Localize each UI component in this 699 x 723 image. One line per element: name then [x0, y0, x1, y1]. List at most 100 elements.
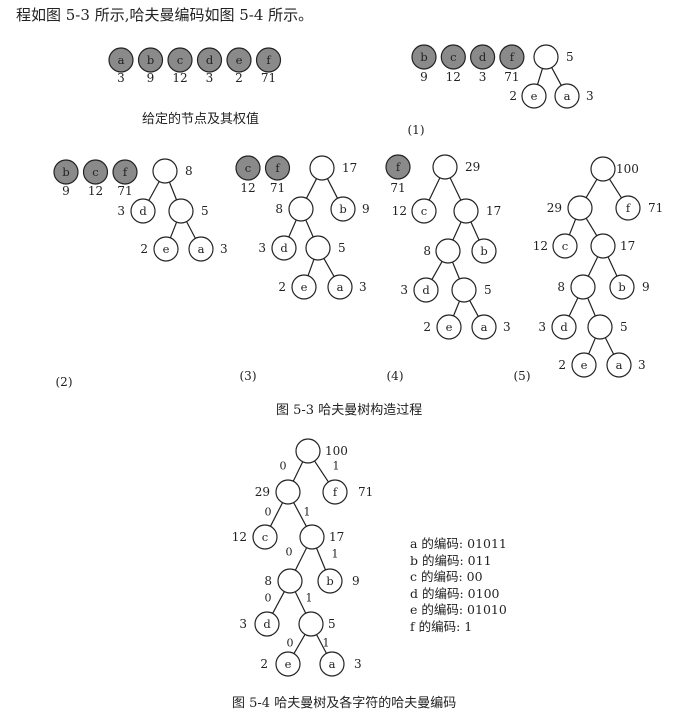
f54-edge-0	[292, 461, 304, 482]
s4-node-e-label: e	[446, 320, 453, 334]
s2-pending-f	[112, 159, 138, 185]
given-node-f-label: f	[266, 53, 271, 67]
f54-edge-6	[272, 591, 285, 614]
f54-node-f-label: f	[333, 485, 338, 499]
f54-node-n8	[277, 568, 303, 594]
given-weight-f: 71	[261, 71, 276, 85]
f54-weight-d: 3	[239, 617, 247, 631]
s1-pending-f	[499, 44, 525, 70]
s4-edge-6	[452, 300, 461, 317]
s1-pending-c-label: c	[450, 50, 456, 64]
s5-node-d-label: d	[560, 320, 568, 334]
s1-pending-weight-c: 12	[446, 70, 461, 84]
f54-edge-label-4: 0	[286, 546, 293, 559]
s4-weight-n29: 29	[465, 160, 480, 174]
s3-edge-1	[326, 178, 339, 199]
s1-pending-weight-f: 71	[504, 70, 519, 84]
s3-node-n8	[288, 196, 314, 222]
given-weight-d: 3	[206, 71, 214, 85]
f54-node-c-label: c	[262, 530, 268, 544]
s1-weight-n5: 5	[566, 50, 574, 64]
s1-edge-1	[551, 67, 562, 86]
given-node-f	[255, 47, 282, 73]
s4-weight-d: 3	[400, 283, 408, 297]
s4-node-b	[471, 238, 497, 264]
s4-weight-n17: 17	[486, 204, 501, 218]
s4-node-n29	[432, 154, 458, 180]
s3-edge-3	[305, 219, 314, 238]
step-label-1: (1)	[408, 123, 425, 137]
f54-weight-b: 9	[352, 574, 360, 588]
s5-node-f-label: f	[626, 201, 631, 215]
s4-pending-weight-f: 71	[390, 181, 405, 195]
s3-node-b	[330, 196, 356, 222]
s5-edge-5	[607, 256, 618, 277]
s1-node-e	[521, 83, 547, 109]
s3-edge-0	[305, 178, 318, 199]
s2-node-e-label: e	[163, 242, 170, 256]
s5-node-a	[606, 352, 632, 378]
s3-node-d	[271, 235, 297, 261]
s2-weight-n8: 8	[185, 164, 193, 178]
s4-node-n8	[435, 238, 461, 264]
given-weight-c: 12	[172, 71, 187, 85]
s5-edge-7	[587, 297, 596, 317]
code-f: f 的编码: 1	[410, 618, 473, 634]
f54-edge-5	[315, 547, 327, 571]
f54-node-n29	[275, 479, 301, 505]
f54-node-d	[254, 611, 280, 637]
f54-node-n100	[295, 438, 321, 464]
f54-edge-label-7: 1	[306, 592, 313, 605]
s2-node-e	[153, 236, 179, 262]
s3-node-a-label: a	[337, 280, 344, 294]
s4-edge-5	[451, 261, 461, 280]
s2-node-a-label: a	[198, 242, 205, 256]
s4-node-e	[436, 314, 462, 340]
s4-node-n17	[453, 198, 479, 224]
s1-pending-c	[440, 44, 466, 70]
s2-node-n8	[152, 158, 178, 184]
f54-edge-label-9: 1	[323, 637, 330, 650]
code-e: e 的编码: 01010	[410, 602, 507, 617]
s2-edge-0	[148, 181, 160, 201]
s1-node-n5	[533, 44, 559, 70]
s1-weight-a: 3	[586, 89, 594, 103]
given-node-a	[108, 47, 134, 73]
s4-node-c	[411, 198, 437, 224]
s5-node-b	[609, 274, 635, 300]
f54-edge-label-2: 0	[265, 506, 272, 519]
s1-pending-f-label: f	[510, 50, 515, 64]
s2-edge-2	[169, 221, 178, 239]
figure-5-4-caption: 图 5-4 哈夫曼树及各字符的哈夫曼编码	[232, 696, 457, 711]
f54-node-f	[322, 479, 348, 505]
s2-pending-b-label: b	[62, 165, 69, 179]
s3-pending-c	[235, 155, 261, 181]
s2-edge-3	[186, 221, 196, 239]
f54-node-b-label: b	[326, 574, 333, 588]
f54-weight-n8: 8	[264, 574, 272, 588]
s4-node-c-label: c	[421, 204, 427, 218]
s5-edge-9	[604, 337, 615, 355]
s2-pending-weight-f: 71	[117, 184, 132, 198]
s5-node-n100	[590, 156, 616, 182]
s3-node-e-label: e	[301, 280, 308, 294]
f54-node-c	[252, 524, 278, 550]
s1-weight-e: 2	[509, 89, 517, 103]
s1-node-e-label: e	[531, 89, 538, 103]
s5-weight-a: 3	[638, 358, 646, 372]
f54-node-e-label: e	[285, 657, 292, 671]
s4-node-a	[471, 314, 497, 340]
s5-node-n5	[587, 314, 613, 340]
step-label-4: (4)	[387, 369, 404, 383]
code-a: a 的编码: 01011	[410, 536, 507, 551]
s3-pending-weight-c: 12	[240, 181, 255, 195]
s5-edge-6	[568, 297, 579, 317]
given-weight-b: 9	[147, 71, 155, 85]
s3-weight-b: 9	[362, 202, 370, 216]
s3-edge-4	[307, 259, 315, 276]
s5-node-a-label: a	[616, 358, 623, 372]
s2-node-d	[130, 198, 156, 224]
s5-weight-n100: 100	[616, 162, 639, 176]
s1-pending-d-label: d	[479, 50, 487, 64]
s5-node-f	[615, 195, 641, 221]
